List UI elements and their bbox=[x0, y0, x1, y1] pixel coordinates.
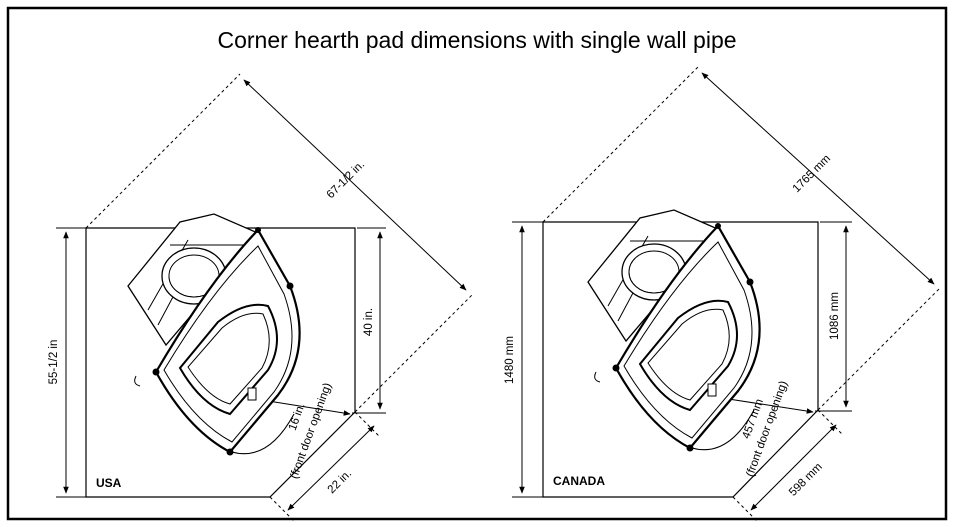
canada-inner-depth-label: 1086 mm bbox=[829, 292, 841, 340]
canada-stove-drawing bbox=[586, 208, 761, 453]
usa-stove-drawing bbox=[126, 212, 301, 457]
canada-front-extension-label: 598 mm bbox=[787, 461, 825, 499]
usa-inner-depth-label: 40 in. bbox=[363, 308, 375, 336]
usa-side-depth-label: 55-1/2 in bbox=[48, 340, 60, 385]
usa-front-extension-label: 22 in. bbox=[326, 468, 354, 496]
usa-diagonal-width-label: 67-1/2 in. bbox=[325, 159, 367, 201]
usa-front-clearance-label: 16 in. bbox=[287, 402, 308, 433]
diagram-border bbox=[6, 6, 948, 521]
diagram-title: Corner hearth pad dimensions with single… bbox=[217, 27, 736, 53]
canada-region-label: CANADA bbox=[553, 474, 605, 488]
canada-diagram: 1480 mm 1086 mm 1765 mm 598 mm 457 mm (f… bbox=[504, 66, 941, 522]
usa-diagram: 55-1/2 in 40 in. 67-1/2 in. 22 in. 16 in… bbox=[48, 73, 473, 522]
canada-side-depth-label: 1480 mm bbox=[504, 336, 516, 384]
usa-region-label: USA bbox=[96, 476, 122, 490]
